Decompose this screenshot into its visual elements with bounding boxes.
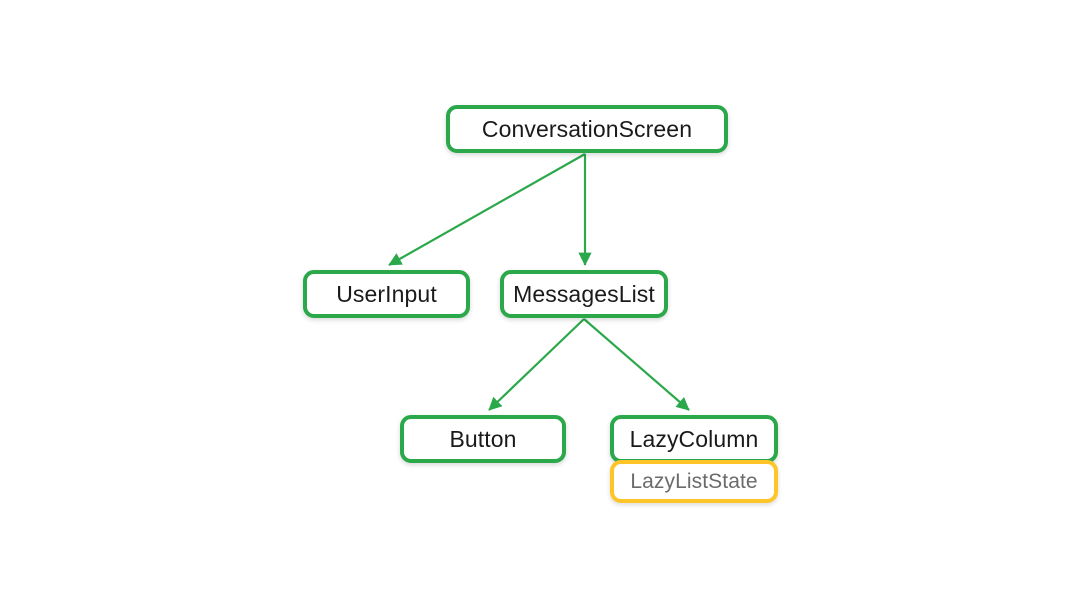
node-conversation-screen[interactable]: ConversationScreen [446, 105, 728, 153]
node-lazy-list-state[interactable]: LazyListState [610, 460, 778, 503]
edge-messageslist-to-lazycolumn [583, 318, 690, 411]
node-messages-list[interactable]: MessagesList [500, 270, 668, 318]
edge-conversationscreen-to-userinput [388, 153, 586, 266]
edge-messageslist-to-button [488, 318, 585, 411]
node-lazy-column[interactable]: LazyColumn [610, 415, 778, 463]
node-button[interactable]: Button [400, 415, 566, 463]
node-user-input[interactable]: UserInput [303, 270, 470, 318]
node-group-lazy-column: LazyColumn LazyListState [610, 415, 778, 503]
